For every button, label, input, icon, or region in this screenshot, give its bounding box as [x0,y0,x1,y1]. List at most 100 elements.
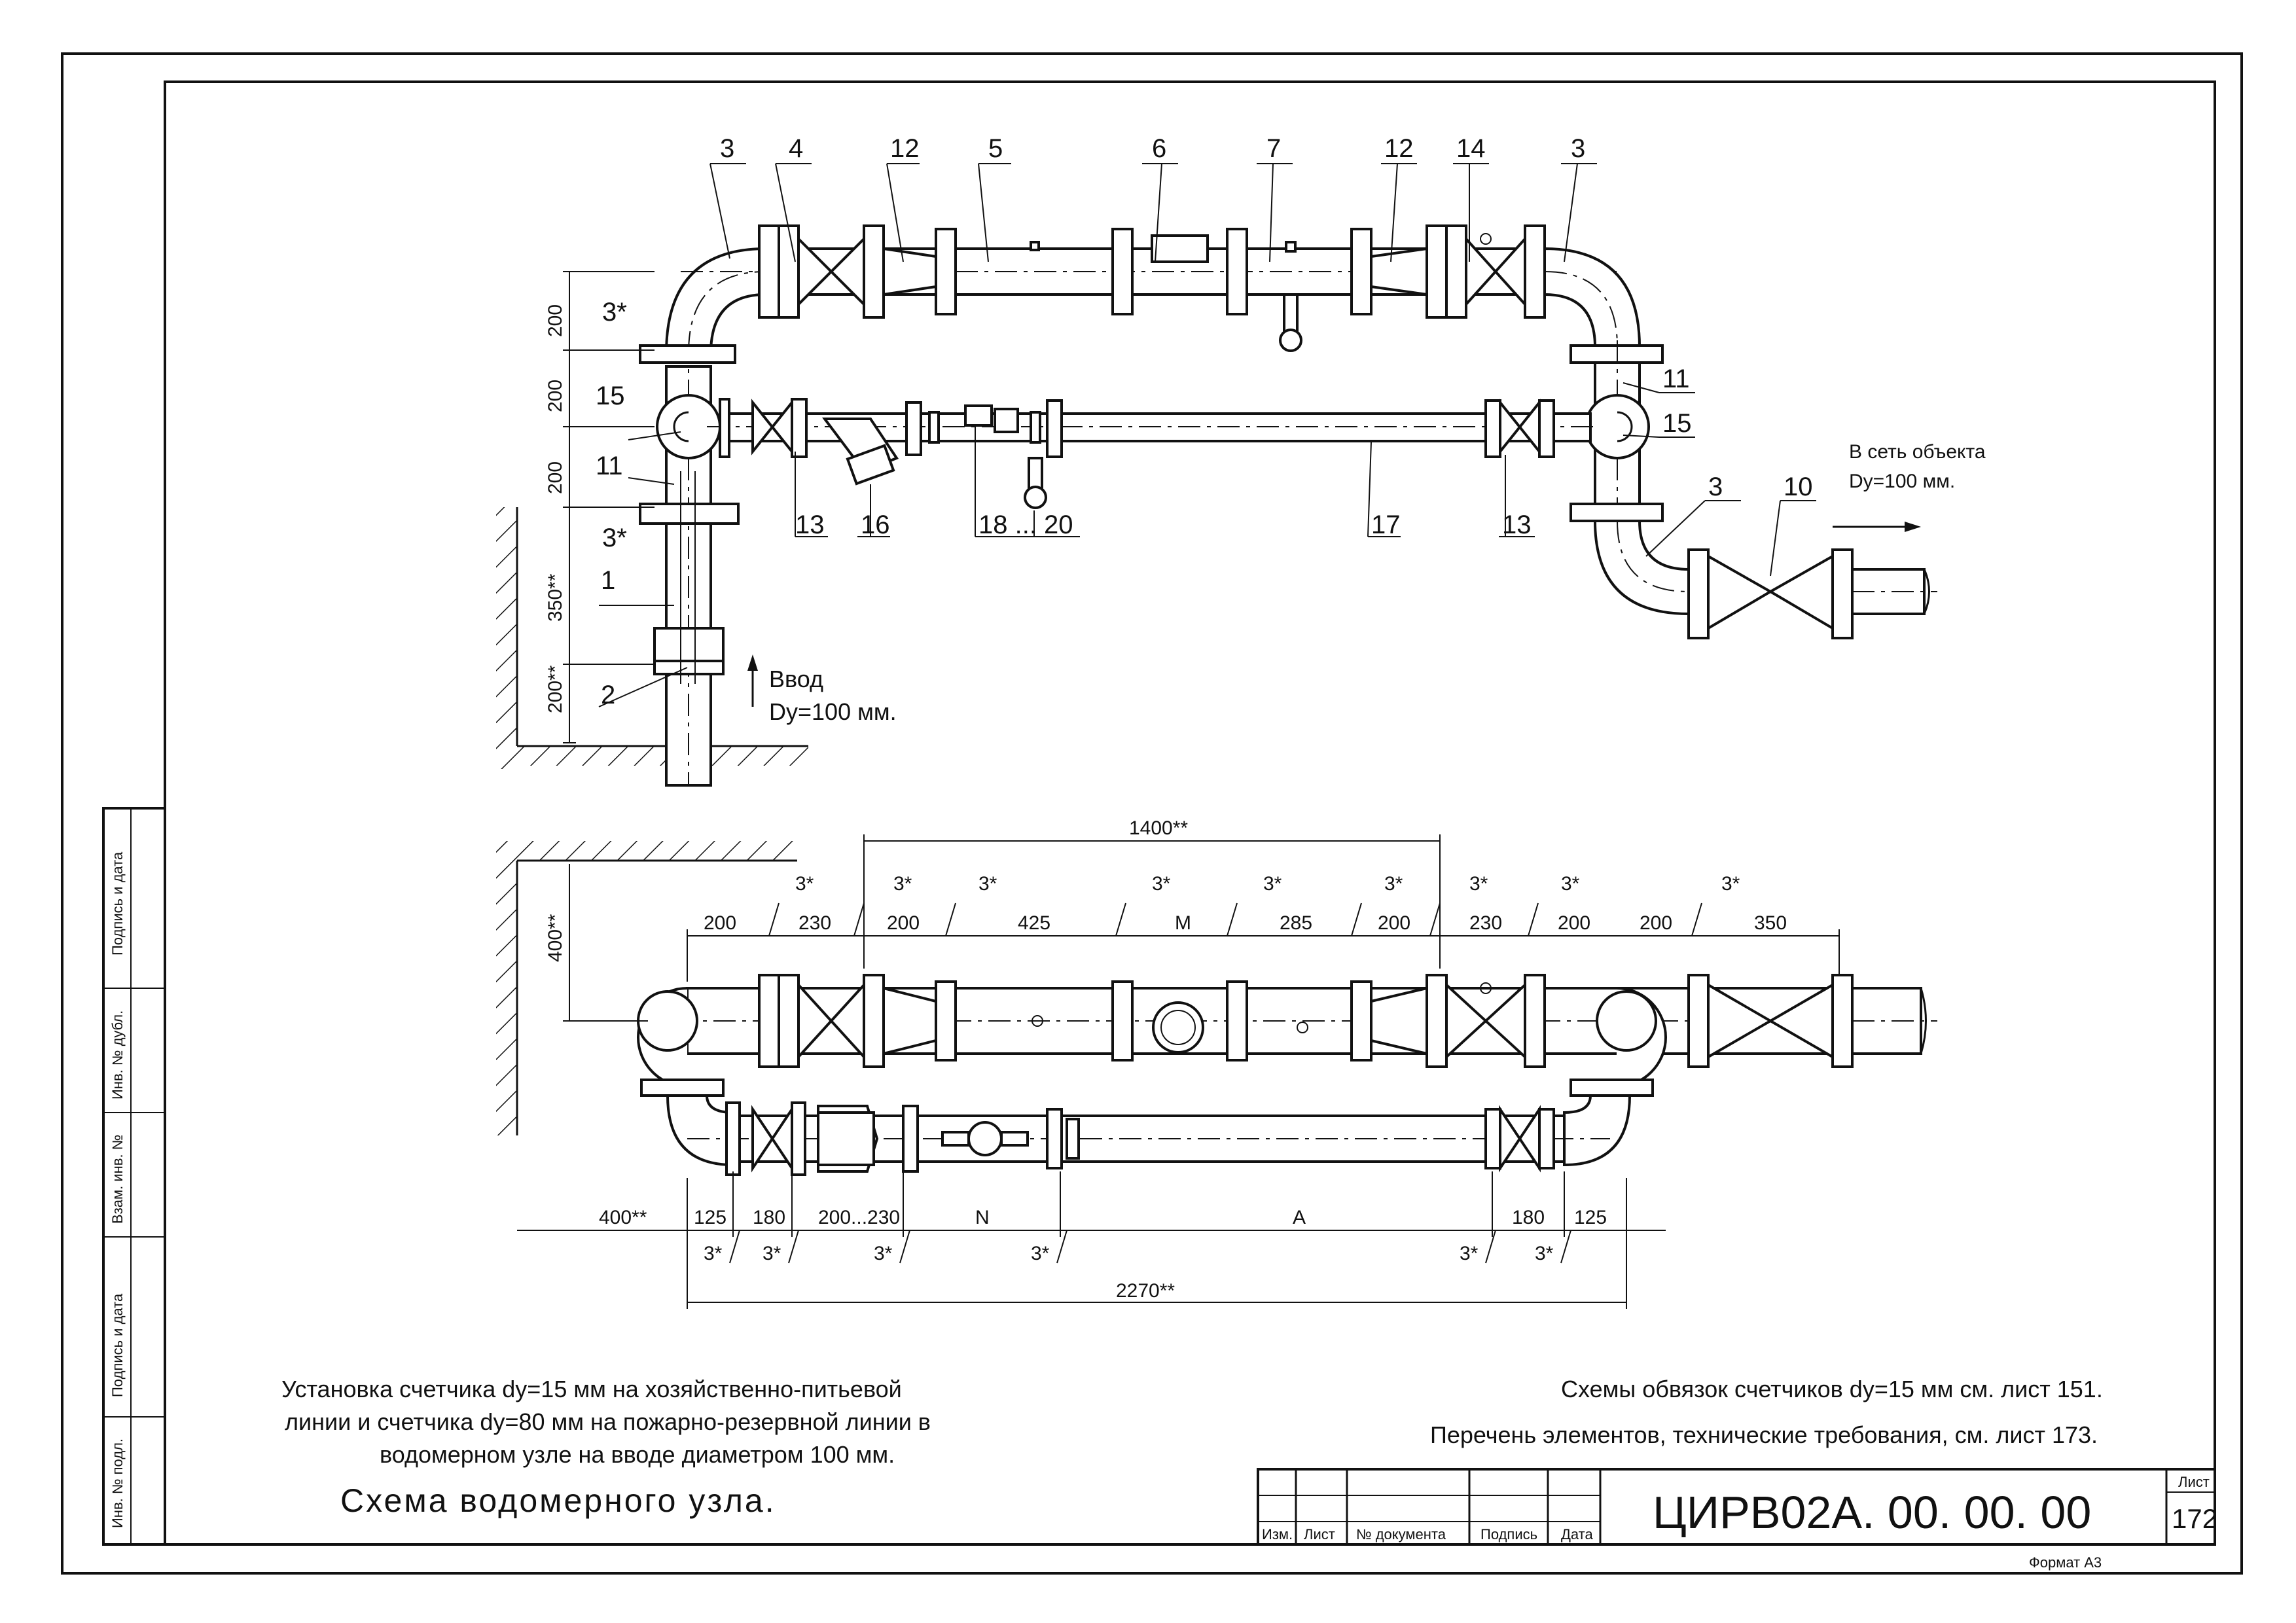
pos-3-outlet: 3 [1708,473,1723,501]
side-stamp: Подпись и дата Инв. № дубл. Взам. инв. №… [102,807,166,1546]
tb-header-date: Дата [1561,1526,1593,1543]
dim-v-200-b: 200 [545,380,566,412]
outlet-reducer-10[interactable] [1707,554,1773,631]
pos-10: 10 [1784,473,1813,501]
dim-bot-125-b: 125 [1574,1207,1607,1228]
dim-top-200-e: 200 [1640,912,1672,934]
plan-wall-top-hatch [496,841,797,861]
stamp-dup-inv: Инв. № дубл. [109,1010,126,1099]
floor-hatch [517,746,808,766]
wall-hatch [496,507,517,769]
pos-11-left: 11 [596,452,623,480]
mark-3star-bot-3: 3* [874,1243,893,1264]
elevation-view: 200 200 200 350** 200** 3* 3* Ввод Dy=10… [496,134,1986,787]
pos-12-right: 12 [1384,134,1414,163]
dim-top-200-c: 200 [1378,912,1410,934]
mark-3star-a: 3* [602,298,627,327]
stamp-sign-date-1: Подпись и дата [109,851,126,955]
dim-bot-125-a: 125 [694,1207,726,1228]
mark-3star-bot-2: 3* [762,1243,781,1264]
pos-12-left: 12 [890,134,920,163]
pos-3-right: 3 [1571,134,1585,163]
dim-top-230-a: 230 [798,912,831,934]
dim-top-200-d: 200 [1558,912,1590,934]
mark-3star-top-1: 3* [795,873,814,895]
dim-bot-A: A [1293,1207,1306,1228]
pos-15-right: 15 [1662,409,1692,438]
drain-valve-7[interactable] [1283,293,1299,335]
stamp-orig-inv: Инв. № подл. [109,1438,126,1528]
mark-3star-top-5: 3* [1263,873,1282,895]
outer-border [61,52,2243,1575]
dim-top-425: 425 [1018,912,1050,934]
inlet-diameter: Dy=100 мм. [769,698,897,725]
stamp-repl-inv: Взам. инв. № [109,1135,126,1224]
pos-7: 7 [1266,134,1281,163]
dim-bot-180-b: 180 [1512,1207,1545,1228]
valve-14[interactable] [1465,235,1526,308]
tb-header-change: Изм. [1262,1526,1293,1543]
mark-3star-bot-1: 3* [704,1243,723,1264]
description-line-1: Установка счетчика dy=15 мм на хозяйстве… [281,1376,902,1402]
dim-top-200-a: 200 [704,912,736,934]
title-block: Изм. Лист № документа Подпись Дата ЦИРВ0… [1257,1468,2217,1571]
mark-3star-top-3: 3* [978,873,997,895]
pos-16: 16 [861,510,890,539]
tb-header-doc: № документа [1356,1526,1446,1543]
dim-2270: 2270** [1116,1280,1175,1302]
pos-2: 2 [601,681,615,709]
dim-top-350: 350 [1754,912,1787,934]
water-meter-6[interactable] [1151,234,1209,263]
mark-3star-top-8: 3* [1561,873,1580,895]
description-line-3: водомерном узле на вводе диаметром 100 м… [380,1441,895,1468]
pos-15-left: 15 [596,382,625,410]
dim-bot-180-a: 180 [753,1207,785,1228]
pos-14: 14 [1456,134,1486,163]
mark-3star-b: 3* [602,524,627,552]
reference-note-2: Перечень элементов, технические требован… [1430,1421,2098,1448]
outlet-diameter: Dy=100 мм. [1849,471,1955,492]
pos-3-left: 3 [720,134,734,163]
stamp-sign-date-2: Подпись и дата [109,1293,126,1397]
pos-13-right: 13 [1502,510,1532,539]
pos-1: 1 [601,566,615,595]
inner-border [164,80,2216,1546]
dim-400-vertical: 400** [545,914,566,962]
pos-11-right: 11 [1662,365,1690,393]
dim-v-350: 350** [545,573,566,622]
dim-v-200-d: 200** [545,665,566,713]
dim-v-200-a: 200 [545,304,566,337]
valve-13-left[interactable] [751,399,793,455]
pos-4: 4 [789,134,803,163]
mark-3star-top-9: 3* [1721,873,1740,895]
mark-3star-bot-4: 3* [1031,1243,1050,1264]
tb-header-sign: Подпись [1480,1526,1537,1543]
paper-format: Формат А3 [2029,1554,2102,1571]
mark-3star-bot-6: 3* [1535,1243,1554,1264]
dim-bot-200-230: 200...230 [818,1207,900,1228]
mark-3star-bot-5: 3* [1460,1243,1479,1264]
outlet-label: В сеть объекта [1849,441,1986,463]
tb-header-sheet: Лист [1304,1526,1335,1543]
sheet-label: Лист [2178,1474,2210,1490]
mark-3star-top-4: 3* [1152,873,1171,895]
dim-top-200-b: 200 [887,912,920,934]
inlet-label: Ввод [769,666,823,692]
sheet-number: 172 [2172,1503,2217,1534]
pos-17: 17 [1371,510,1401,539]
pos-13-left: 13 [795,510,825,539]
reference-note-1: Схемы обвязок счетчиков dy=15 мм см. лис… [1561,1376,2103,1402]
mark-3star-top-6: 3* [1384,873,1403,895]
document-code: ЦИРВ02А. 00. 00. 00 [1653,1487,2091,1538]
mark-3star-top-7: 3* [1469,873,1488,895]
pos-6: 6 [1152,134,1166,163]
valve-4[interactable] [797,236,865,308]
dim-top-285: 285 [1280,912,1312,934]
dim-bot-N: N [975,1207,990,1228]
valve-13-right[interactable] [1499,399,1541,455]
mark-3star-top-2: 3* [893,873,912,895]
plan-view: 1400** 200 230 200 425 M 285 200 230 200… [496,817,1937,1309]
description-line-2: линии и счетчика dy=80 мм на пожарно-рез… [285,1408,931,1435]
dim-top-M: M [1175,912,1191,934]
